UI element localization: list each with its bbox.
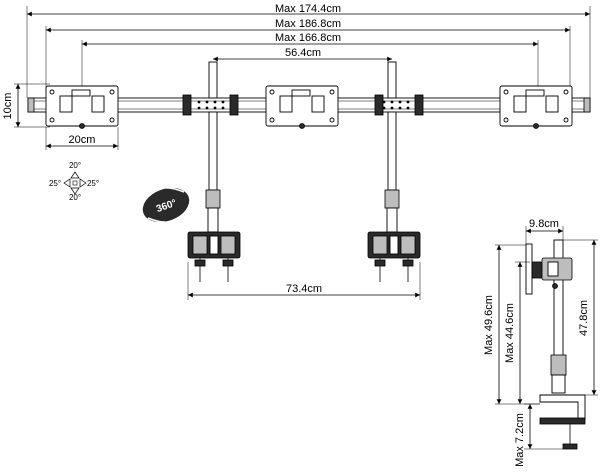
dimension-pole-height-label: 47.8cm (578, 300, 590, 336)
dimension-plate-width-label: 20cm (69, 134, 96, 146)
vesa-plate-center (265, 85, 339, 129)
pole-right (384, 61, 400, 233)
dimension-plate-height: 10cm (2, 83, 50, 128)
tilt-bottom-label: 20° (69, 193, 81, 202)
dimension-max-446-label: Max 44.6cm (504, 303, 516, 363)
dimension-max-174-label: Max 174.4cm (275, 3, 341, 15)
dimension-max-174: Max 174.4cm (26, 3, 591, 98)
rotation-360-icon: 360° (142, 187, 190, 223)
dimension-plate-height-label: 10cm (2, 93, 14, 120)
pole-left (205, 61, 221, 233)
dimension-plate-width: 20cm (45, 127, 119, 150)
vesa-plate-left (45, 85, 119, 129)
dimension-pole-spacing: 56.4cm (213, 47, 392, 62)
clamp-left (187, 231, 241, 282)
dimension-max-496-label: Max 49.6cm (483, 295, 495, 355)
dimension-max-72-label: Max 7.2cm (514, 413, 526, 467)
dimension-clamp-spacing: 73.4cm (187, 262, 421, 300)
clamp-right (367, 231, 421, 282)
tilt-right-label: 25° (87, 179, 99, 188)
dimension-arm-depth: 9.8cm (525, 218, 564, 244)
tilt-left-label: 25° (49, 179, 61, 188)
dimension-clamp-spacing-label: 73.4cm (286, 283, 322, 295)
side-view (525, 239, 586, 450)
dimension-max-446: Max 44.6cm (504, 261, 530, 404)
dimension-max-72: Max 7.2cm (514, 403, 563, 467)
dimension-max-186: Max 186.8cm (45, 18, 571, 92)
dimension-pole-spacing-label: 56.4cm (285, 47, 321, 59)
dimension-arm-depth-label: 9.8cm (529, 218, 559, 230)
dimension-max-186-label: Max 186.8cm (275, 18, 341, 30)
tilt-top-label: 20° (69, 161, 81, 170)
dimension-max-496: Max 49.6cm (483, 244, 540, 405)
vesa-plate-right (499, 85, 573, 129)
dimension-max-166-label: Max 166.8cm (275, 32, 341, 44)
dimension-max-166: Max 166.8cm (81, 32, 539, 92)
dimension-pole-height: 47.8cm (563, 239, 598, 396)
tilt-swivel-icon: 20° 20° 25° 25° (49, 161, 99, 202)
